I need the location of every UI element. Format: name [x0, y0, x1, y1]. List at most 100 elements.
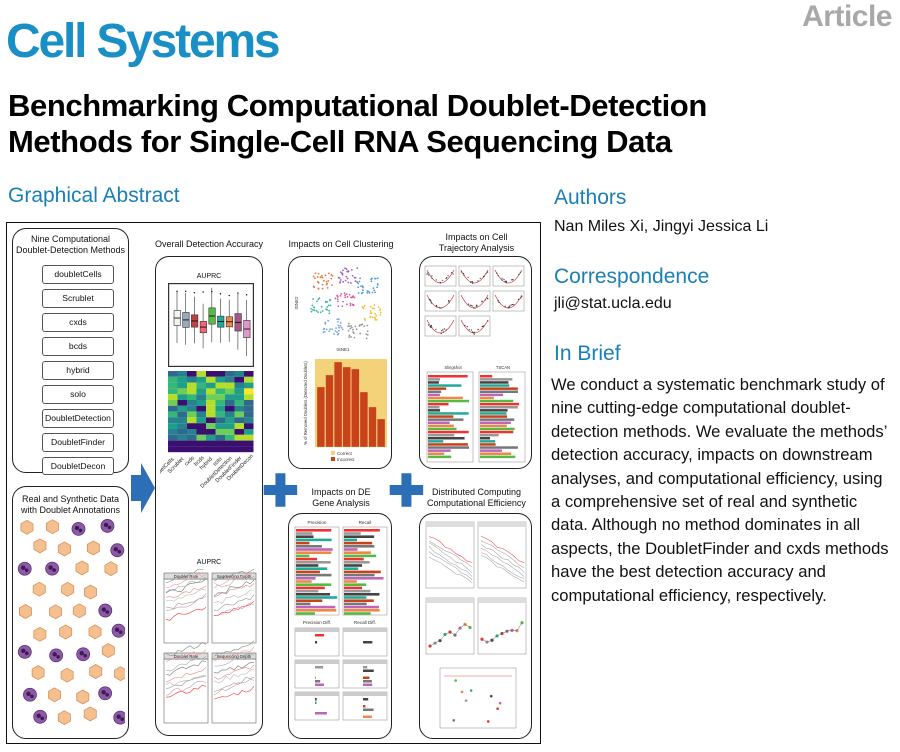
- tsne-point: [349, 327, 352, 330]
- efficiency-line: [480, 555, 525, 583]
- doublet-nucleus: [36, 713, 41, 719]
- correspondence-email[interactable]: jli@stat.ucla.edu: [554, 295, 672, 312]
- heatmap-cell: [168, 440, 178, 447]
- trajectory-point: [426, 273, 428, 275]
- de-bar: [296, 577, 316, 580]
- tsne-point: [354, 280, 357, 283]
- heatmap-cell: [244, 429, 254, 435]
- auprc-line: [213, 594, 255, 611]
- heatmap-cell: [225, 382, 235, 389]
- heatmap-cell: [234, 400, 244, 406]
- trajectory-point: [467, 276, 469, 278]
- doublet-nucleus: [52, 568, 56, 572]
- tsne-point: [329, 304, 332, 307]
- trajectory-point: [441, 330, 443, 332]
- de-bar: [296, 586, 325, 590]
- tsne-point: [379, 311, 382, 314]
- tsne-point: [316, 276, 319, 278]
- heatmap-cell: [187, 394, 197, 400]
- tsne-point: [374, 316, 376, 319]
- tsne-point: [342, 300, 344, 303]
- heatmap-cell: [196, 388, 206, 395]
- heatmap-cell: [244, 423, 254, 429]
- trajectory-point: [428, 274, 430, 276]
- tsne-point: [344, 267, 346, 270]
- trajectory-bar: [428, 443, 468, 446]
- normal-cell: [89, 664, 103, 679]
- trajectory-point: [435, 279, 437, 281]
- de-diff-strip: [295, 692, 339, 696]
- de-diff-bar: [363, 641, 373, 644]
- trajectory-bar: [428, 409, 441, 412]
- de-diff-frame: [294, 659, 340, 689]
- trajectory-bar: [480, 399, 514, 403]
- doublet-nucleus: [113, 546, 119, 552]
- heatmap-cell: [206, 411, 216, 418]
- tsne-point: [368, 292, 371, 294]
- de-diff-bar: [363, 705, 366, 708]
- clustering-title: Impacts on Cell Clustering: [288, 239, 394, 249]
- tsne-point: [367, 290, 370, 293]
- tsne-point: [339, 271, 342, 274]
- trajectory-point: [517, 298, 520, 301]
- trajectory-point: [485, 272, 487, 275]
- trajectory-bar: [428, 390, 442, 393]
- tsne-point: [328, 330, 331, 333]
- tsne-point: [322, 279, 325, 282]
- heatmap-cell: [168, 388, 178, 395]
- tsne-point: [325, 328, 328, 331]
- de-title: Impacts on DE Gene Analysis: [311, 487, 371, 508]
- trajectory-point: [466, 326, 468, 328]
- auprc-line: [165, 593, 207, 609]
- line-subplot-strip: [163, 652, 209, 660]
- trajectory-point: [477, 328, 479, 331]
- auprc-line: [165, 589, 207, 602]
- doublet-nucleus: [114, 627, 120, 632]
- auprc-line: [213, 662, 255, 674]
- normal-cell: [48, 687, 61, 703]
- heatmap-cell: [177, 429, 187, 435]
- tsne-point: [354, 276, 357, 279]
- heatmap-cell: [177, 423, 187, 429]
- heatmap-cell: [187, 440, 197, 447]
- heatmap-cell: [234, 394, 244, 400]
- tsne-point: [349, 282, 352, 284]
- de-bar: [296, 580, 312, 583]
- efficiency-panel: Distributed Computing Computational Effi…: [419, 487, 532, 739]
- heatmap-cell: [187, 417, 197, 424]
- trajectory-point: [430, 302, 432, 304]
- efficiency-line: [428, 545, 473, 577]
- authors-heading: Authors: [554, 186, 627, 209]
- tsne-point: [375, 314, 378, 317]
- trajectory-point: [510, 304, 512, 306]
- tsne-point: [358, 325, 361, 327]
- tsne-point: [327, 319, 330, 322]
- trajectory-point: [442, 279, 444, 281]
- heatmap-cell: [215, 382, 225, 389]
- doublet-nucleus: [101, 690, 106, 695]
- method-tick-label: solo: [212, 456, 223, 467]
- tsne-point: [347, 329, 350, 332]
- trajectory-point: [473, 333, 475, 335]
- tsne-point: [337, 318, 340, 321]
- tsne-point: [317, 311, 319, 313]
- tsne-point: [317, 282, 320, 284]
- de-bar: [344, 564, 363, 567]
- tsne-point: [313, 309, 316, 312]
- heatmap-cell: [215, 423, 225, 429]
- heatmap-cell: [177, 417, 187, 424]
- trajectory-bar: [480, 443, 496, 446]
- de-bar: [344, 593, 380, 596]
- heatmap-cell: [244, 411, 254, 418]
- trajectory-point: [483, 275, 485, 277]
- trajectory-bar: [480, 406, 518, 409]
- heatmap-cell: [187, 400, 197, 406]
- tsne-point: [361, 305, 364, 308]
- de-bar: [296, 532, 313, 535]
- tsne-point: [336, 295, 339, 297]
- normal-cell: [57, 541, 71, 557]
- tsne-point: [372, 287, 375, 290]
- legend-label-incorrect: Incorrect: [337, 457, 355, 462]
- de-bar: [296, 538, 332, 542]
- heatmap-cell: [234, 417, 244, 424]
